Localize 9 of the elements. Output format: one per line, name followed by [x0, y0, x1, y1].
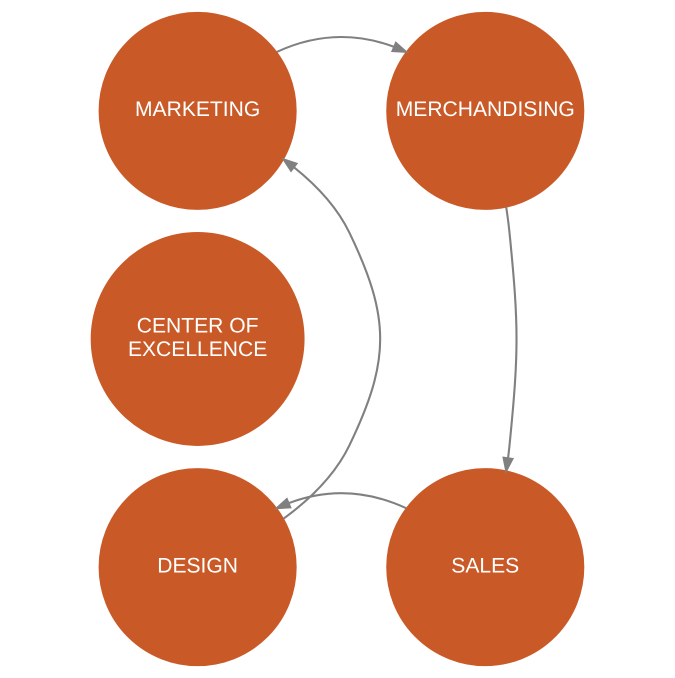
- arrow: [502, 207, 518, 474]
- node-circle: DESIGN: [98, 468, 297, 666]
- node-circle: SALES: [386, 468, 584, 666]
- node-circle: MARKETING: [98, 12, 297, 210]
- node-circle: MERCHANDISING: [386, 12, 584, 210]
- arrow: [276, 36, 409, 54]
- arrow: [281, 158, 382, 520]
- node-circle: CENTER OF EXCELLENCE: [90, 232, 305, 446]
- arrow: [274, 492, 406, 510]
